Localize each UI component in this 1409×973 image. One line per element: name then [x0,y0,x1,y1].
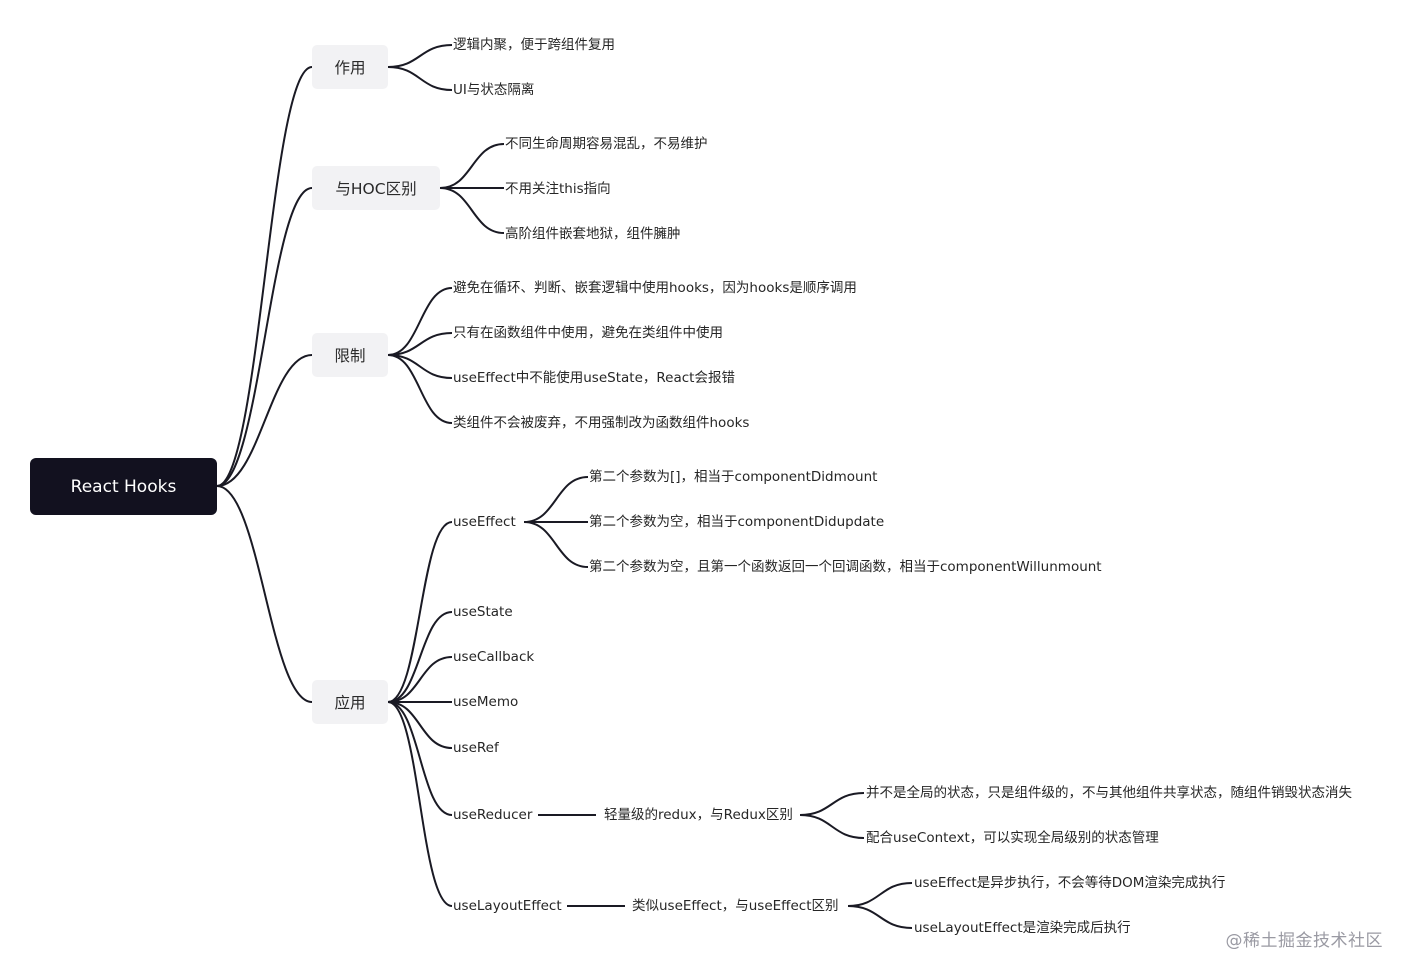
leaf-useeffect-1: 第二个参数为[]，相当于componentDidmount [589,469,878,485]
leaf-usestate: useState [453,604,513,620]
leaf-xianzhi-3: useEffect中不能使用useState，React会报错 [453,370,735,386]
category-zuoyong: 作用 [312,45,388,89]
root-node: React Hooks [30,458,217,515]
leaf-useeffect-2: 第二个参数为空，相当于componentDidupdate [589,514,885,530]
leaf-usecallback: useCallback [453,649,535,665]
leaf-uselayouteffect-1: useEffect是异步执行，不会等待DOM渲染完成执行 [914,875,1226,891]
watermark: @稀土掘金技术社区 [1225,931,1383,951]
leaf-useref: useRef [453,740,499,756]
leaf-uselayouteffect-2: useLayoutEffect是渲染完成后执行 [914,920,1131,936]
leaf-hoc-3: 高阶组件嵌套地狱，组件臃肿 [505,226,681,242]
leaf-zuoyong-1: 逻辑内聚，便于跨组件复用 [453,37,615,53]
leaf-useeffect: useEffect [453,514,516,530]
leaf-xianzhi-1: 避免在循环、判断、嵌套逻辑中使用hooks，因为hooks是顺序调用 [453,280,857,296]
leaf-usememo: useMemo [453,694,519,710]
link-root-xianzhi [216,354,313,487]
leaf-usereducer: useReducer [453,807,533,823]
leaf-hoc-2: 不用关注this指向 [505,181,611,197]
leaf-uselayouteffect: useLayoutEffect [453,898,562,914]
leaf-uselayouteffect-sub: 类似useEffect，与useEffect区别 [632,898,839,914]
leaf-usereducer-2: 配合useContext，可以实现全局级别的状态管理 [866,830,1159,846]
category-yingyong: 应用 [312,680,388,724]
link-root-zuoyong [216,66,313,487]
leaf-xianzhi-2: 只有在函数组件中使用，避免在类组件中使用 [453,325,723,341]
category-xianzhi: 限制 [312,333,388,377]
leaf-useeffect-3: 第二个参数为空，且第一个函数返回一个回调函数，相当于componentWillu… [589,559,1102,575]
leaf-hoc-1: 不同生命周期容易混乱，不易维护 [505,136,708,152]
leaf-zuoyong-2: UI与状态隔离 [453,82,535,98]
leaf-usereducer-1: 并不是全局的状态，只是组件级的，不与其他组件共享状态，随组件销毁状态消失 [866,785,1352,801]
leaf-usereducer-sub: 轻量级的redux，与Redux区别 [604,807,793,823]
link-root-hoc [216,187,313,487]
category-hoc: 与HOC区别 [312,166,440,210]
leaf-xianzhi-4: 类组件不会被废弃，不用强制改为函数组件hooks [453,415,750,431]
link-root-yingyong [216,485,313,703]
